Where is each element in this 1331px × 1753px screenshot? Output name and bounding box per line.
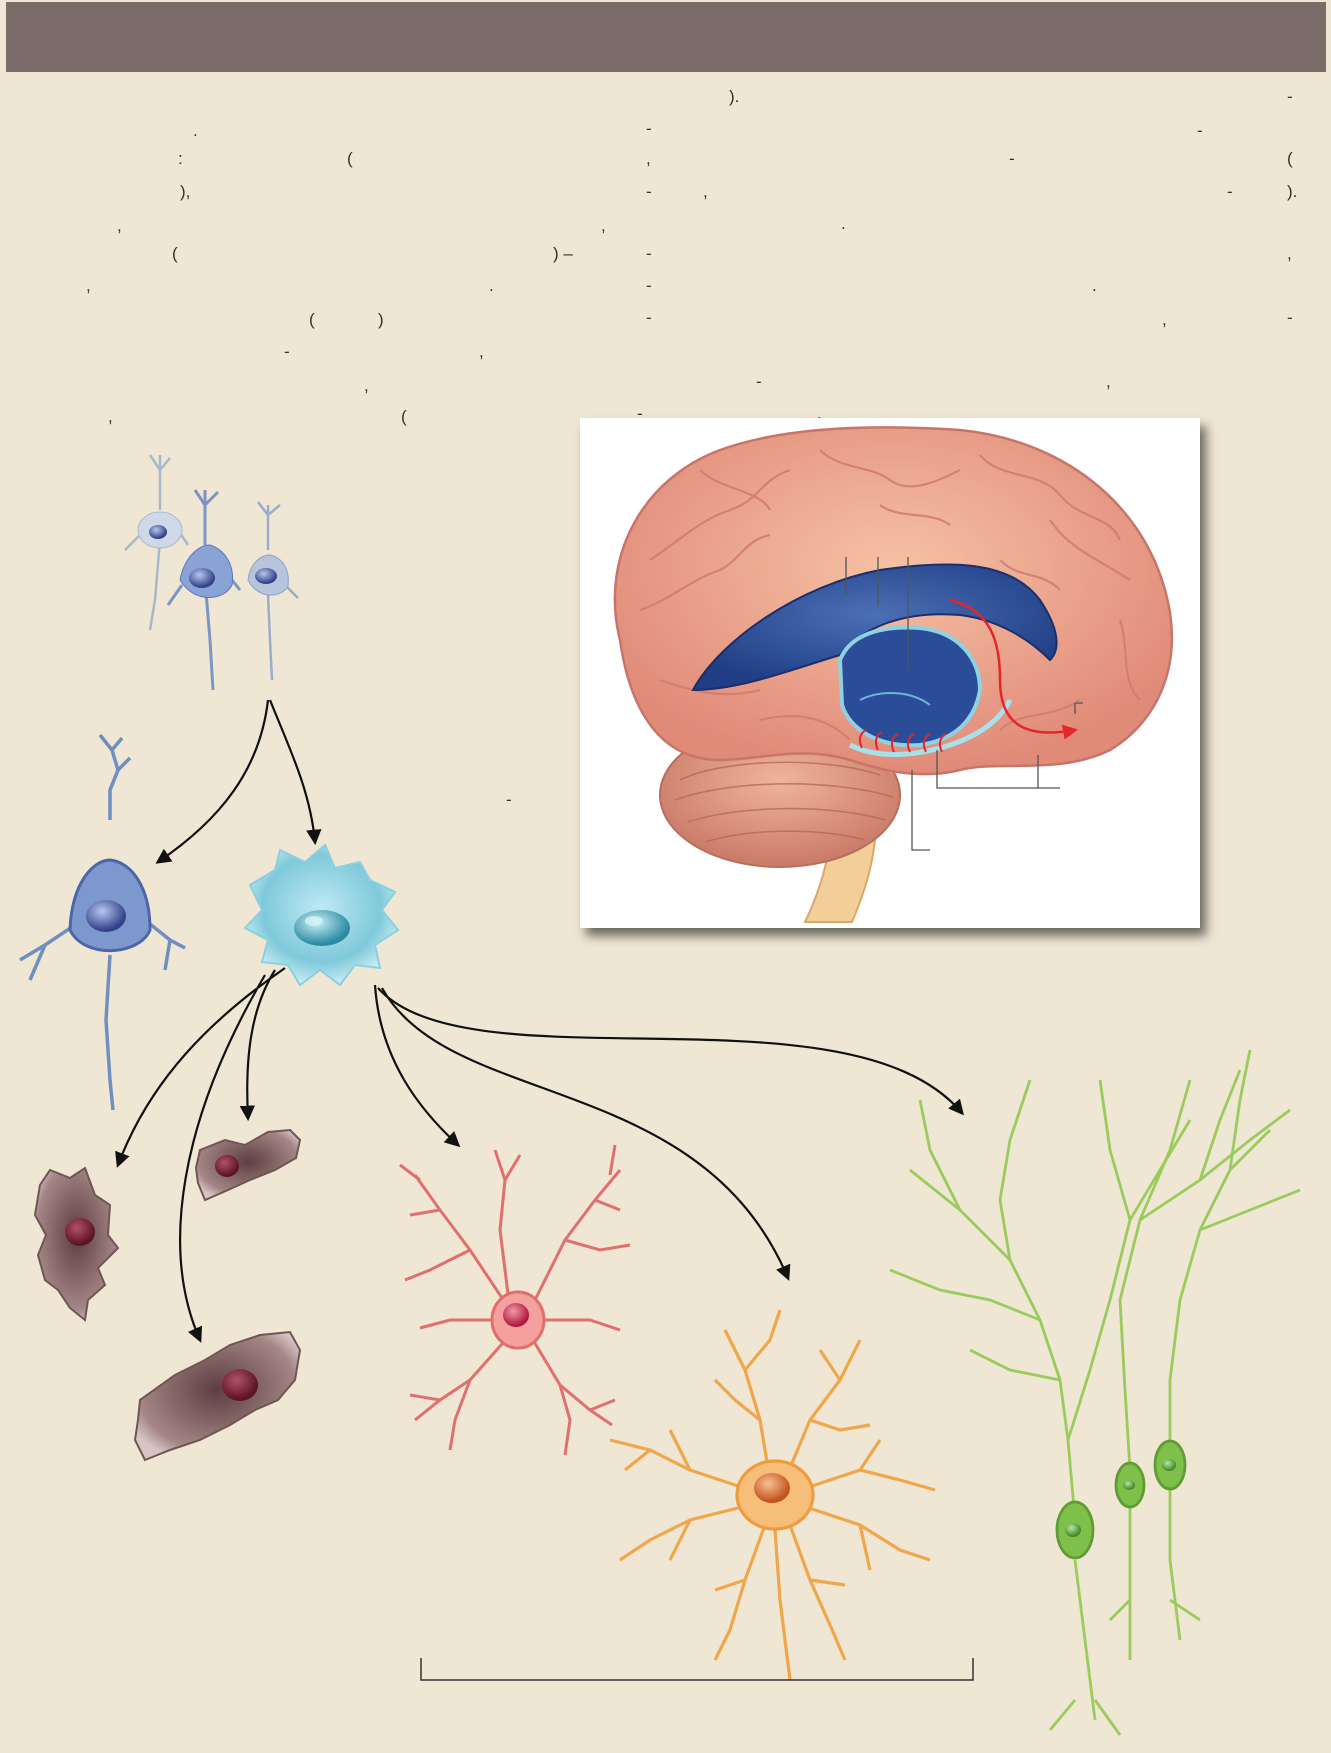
neural-stem-cell (20, 735, 185, 1110)
oligodendrocyte (400, 1145, 630, 1455)
ventricle-inner (840, 627, 980, 745)
progenitor-cell (245, 845, 398, 985)
neurons (890, 1050, 1300, 1735)
glia-bracket (421, 1658, 973, 1680)
astrocyte (610, 1310, 935, 1680)
stem-cell-cluster (125, 455, 298, 690)
microglia-cells (35, 1130, 300, 1460)
brain-diagram (615, 427, 1172, 922)
